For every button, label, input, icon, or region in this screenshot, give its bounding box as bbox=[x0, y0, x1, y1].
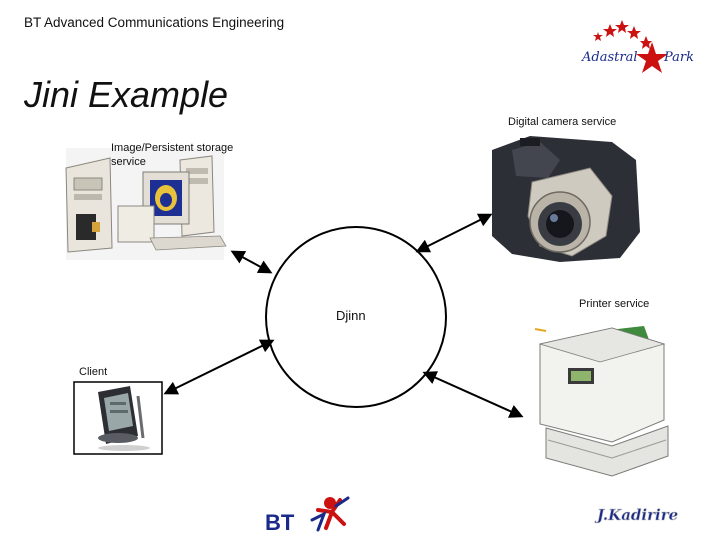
printer-tick-mark bbox=[534, 328, 547, 332]
signature-text: J.Kadirire bbox=[594, 506, 678, 524]
storage-service-label: Image/Persistent storage service bbox=[111, 142, 234, 168]
slide-title: Jini Example bbox=[24, 74, 229, 115]
storage-server-image bbox=[65, 148, 227, 260]
digital-camera-image bbox=[492, 136, 640, 262]
arrow-client-hub bbox=[163, 339, 275, 395]
park-word: Park bbox=[663, 50, 694, 65]
bt-logo: BT bbox=[265, 496, 350, 535]
arrow-printer-hub bbox=[422, 371, 524, 418]
printer-image bbox=[538, 326, 669, 477]
arrow-camera-hub bbox=[415, 213, 493, 253]
client-pda-image bbox=[73, 381, 163, 455]
adastral-park-logo: Adastral Park bbox=[581, 20, 694, 73]
djinn-hub-circle bbox=[265, 226, 447, 408]
adastral-word: Adastral bbox=[581, 50, 637, 65]
bt-logo-text: BT bbox=[265, 510, 295, 535]
printer-service-label: Printer service bbox=[579, 298, 650, 310]
arrow-storage-hub bbox=[230, 250, 273, 274]
header-org: BT Advanced Communications Engineering bbox=[24, 15, 285, 30]
logo-stars bbox=[593, 20, 668, 73]
djinn-hub-label: Djinn bbox=[336, 308, 366, 323]
client-label: Client bbox=[79, 366, 108, 378]
camera-service-label: Digital camera service bbox=[508, 116, 617, 128]
signature-logo: J.Kadirire bbox=[594, 500, 680, 524]
